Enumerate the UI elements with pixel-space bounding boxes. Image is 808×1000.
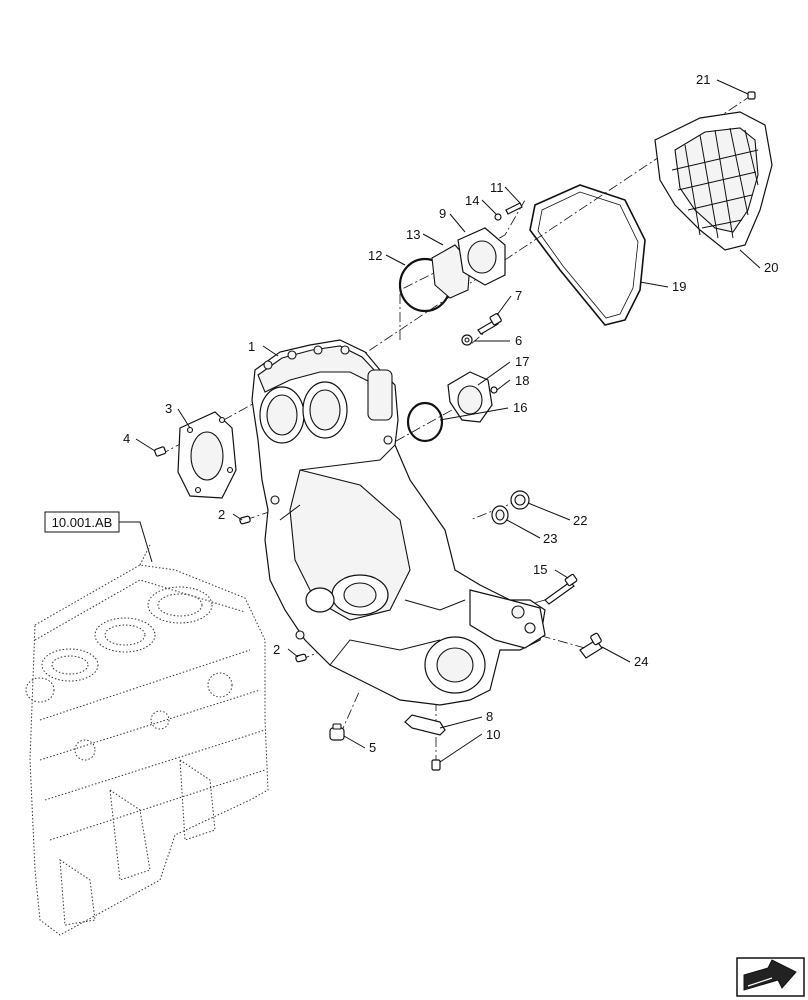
callout-12[interactable]: 12 [368,248,382,263]
screw-21[interactable] [747,91,756,100]
bolt-7[interactable] [477,312,502,335]
callout-16[interactable]: 16 [513,400,527,415]
callout-labels: 1 2 2 3 4 5 6 7 8 9 10 11 12 13 14 15 16… [123,72,778,755]
timing-gear-housing[interactable] [251,339,546,706]
callout-8[interactable]: 8 [486,709,493,724]
callout-13[interactable]: 13 [406,227,420,242]
callout-21[interactable]: 21 [696,72,710,87]
reference-box[interactable]: 10.001.AB [44,511,153,563]
washer-6[interactable] [461,334,473,346]
sensor-24[interactable] [579,632,603,659]
gasket-19[interactable] [529,184,646,326]
callout-20[interactable]: 20 [764,260,778,275]
svg-text:10.001.AB: 10.001.AB [52,515,113,530]
callout-9[interactable]: 9 [439,206,446,221]
dowel-pin-2-upper[interactable] [239,515,251,525]
callout-22[interactable]: 22 [573,513,587,528]
seal-ring-23[interactable] [491,505,509,525]
next-page-arrow-icon[interactable] [736,957,805,997]
plug-22[interactable] [510,490,530,510]
leader-lines [135,79,761,763]
dowel-pin-2-lower[interactable] [295,653,307,663]
callout-15[interactable]: 15 [533,562,547,577]
callout-18[interactable]: 18 [515,373,529,388]
callout-17[interactable]: 17 [515,354,529,369]
callout-5[interactable]: 5 [369,740,376,755]
callout-19[interactable]: 19 [672,279,686,294]
cover-9[interactable] [457,227,506,286]
callout-10[interactable]: 10 [486,727,500,742]
engine-block [25,544,269,936]
bolt-11[interactable] [505,202,523,215]
callout-24[interactable]: 24 [634,654,648,669]
bolt-4[interactable] [154,446,167,457]
callout-3[interactable]: 3 [165,401,172,416]
callout-23[interactable]: 23 [543,531,557,546]
callout-4[interactable]: 4 [123,431,130,446]
washer-14[interactable] [494,213,502,221]
mesh-cover-20[interactable] [654,111,773,251]
callout-2-lower[interactable]: 2 [273,642,280,657]
callout-7[interactable]: 7 [515,288,522,303]
callout-6[interactable]: 6 [515,333,522,348]
screw-18[interactable] [490,386,498,394]
bolt-10[interactable] [431,759,441,771]
seal-plate-3[interactable] [177,411,237,499]
bracket-8[interactable] [404,714,446,736]
plug-5[interactable] [329,723,345,741]
callout-2-upper[interactable]: 2 [218,507,225,522]
callout-14[interactable]: 14 [465,193,479,208]
cover-17[interactable] [447,371,493,423]
o-ring-16[interactable] [406,401,444,443]
callout-1[interactable]: 1 [248,339,255,354]
callout-11[interactable]: 11 [490,180,504,195]
long-bolt-15[interactable] [544,573,578,605]
